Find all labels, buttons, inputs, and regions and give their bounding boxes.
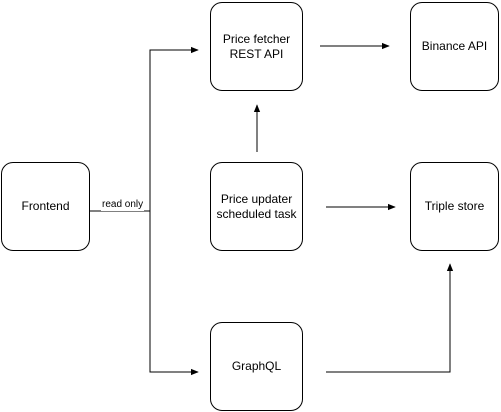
node-price-fetcher: Price fetcher REST API: [210, 2, 303, 91]
node-triple-store-label: Triple store: [424, 199, 485, 213]
node-price-updater-label: Price updater scheduled task: [216, 191, 297, 221]
edge-frontend-to-price-fetcher: [149, 46, 199, 211]
node-triple-store: Triple store: [410, 162, 499, 251]
edge-graphql-to-triple-store: [326, 263, 454, 373]
node-graphql: GraphQL: [210, 322, 303, 411]
edge-frontend-to-graphql: [149, 211, 199, 376]
node-frontend: Frontend: [1, 162, 90, 251]
node-binance-api-label: Binance API: [421, 39, 488, 53]
node-price-updater: Price updater scheduled task: [210, 162, 303, 251]
node-binance-api: Binance API: [410, 2, 499, 91]
node-price-fetcher-label: Price fetcher REST API: [222, 31, 291, 61]
node-frontend-label: Frontend: [21, 199, 70, 213]
node-graphql-label: GraphQL: [231, 359, 282, 373]
edge-label-read-only: read only: [101, 199, 145, 211]
